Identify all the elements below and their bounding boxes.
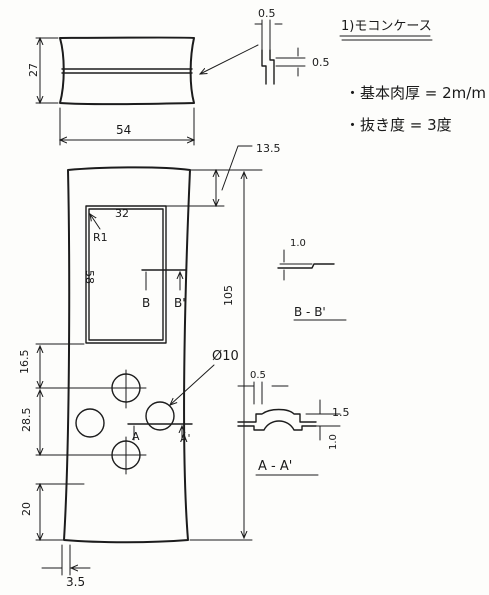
section-aa-gap-value: 0.5 [250,370,266,381]
left-button [75,408,105,438]
section-aa-label: A - A' [258,459,292,474]
section-b-right-label: B' [174,296,186,310]
detail-leader-arrow [200,44,259,74]
window-width-value: 32 [115,207,129,220]
section-aa-height-dimension [305,399,341,441]
edge-offset-value: 3.5 [66,575,85,589]
button-diameter-value: Ø10 [212,349,239,364]
total-height-value: 105 [222,285,235,306]
section-bb-step-value: 1.0 [290,238,306,249]
front-view-outline [63,166,191,544]
top-offset-extensions [165,169,263,207]
button-offset-value: 16.5 [18,350,31,375]
side-view-outline [59,36,195,106]
bottom-offset-value: 20 [20,502,33,516]
side-view-parting-line [61,68,193,74]
detail-profile [261,49,275,85]
front-view: 32 58 R1 B B' Ø10 A A' 13.5 105 [18,142,281,589]
note-wall-thickness: ・基本肉厚 = 2m/m [345,84,486,102]
side-height-value: 27 [27,63,40,77]
section-a-left-label: A [132,430,140,443]
top-offset-value: 13.5 [256,142,281,155]
section-b-left-label: B [142,296,150,310]
button-diameter-leader [170,364,215,405]
detail-gap-value: 0.5 [258,7,276,20]
corner-radius-value: R1 [93,231,108,244]
section-bb-profile [277,263,335,269]
detail-step-value: 0.5 [312,56,330,69]
section-aa-depth-value: 1.0 [328,434,339,450]
detail-step-dimension [275,47,306,77]
section-a-arrows [133,426,182,441]
section-aa-inner-profile [237,420,317,431]
section-bb: 1.0 B - B' [277,238,347,321]
section-aa-profile [237,408,317,423]
corner-radius-leader [90,214,101,230]
window-height-value: 58 [83,270,96,284]
top-offset-leader [221,145,253,191]
side-height-extension-lines [35,37,59,104]
note-draft-angle: ・抜き度 = 3度 [345,116,452,134]
section-aa-height-value: 1.5 [332,406,350,419]
section-aa-gap-dimension [237,381,289,405]
side-width-value: 54 [116,123,131,137]
bottom-offset-extensions [35,483,85,541]
side-view: 27 54 [27,36,259,146]
left-dimension-extensions [35,343,109,456]
title-block: 1)モコンケース ・基本肉厚 = 2m/m ・抜き度 = 3度 [339,19,486,134]
button-centerlines [107,369,147,475]
section-aa: 0.5 1.5 1.0 A - A' [237,370,350,531]
side-width-extension-lines [59,107,195,146]
section-bb-step-dimension [279,249,313,281]
section-bb-label: B - B' [294,305,326,319]
section-b-arrows [145,272,180,291]
detail-gap-dimension [254,19,283,51]
display-window [85,205,167,344]
right-button [145,401,175,431]
edge-offset-dimension [41,544,91,576]
top-detail: 0.5 0.5 [254,7,330,85]
button-spacing-value: 28.5 [20,408,33,433]
section-a-right-label: A' [180,432,191,445]
title-underline [339,35,433,41]
drawing-title: 1)モコンケース [341,19,432,34]
